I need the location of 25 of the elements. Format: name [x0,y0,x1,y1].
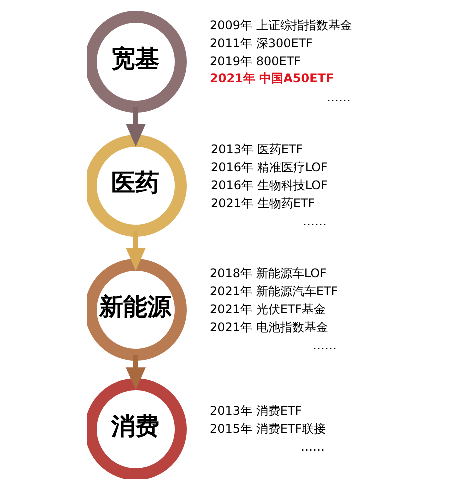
node-label: 2021年 生物药ETF [210,196,315,211]
node-label: 2011年 深300ETF [210,36,313,51]
node-label: …… [312,338,336,353]
node-label: 2021年 光伏ETF基金 [210,302,326,317]
node-label: 2018年 新能源车LOF [210,266,326,281]
arrow [126,231,146,271]
arrow [126,355,146,390]
node-label: 2021年 电池指数基金 [210,320,328,335]
node-circle: 宽基 [86,11,186,113]
node-label: 2009年 上证综指指数基金 [210,18,352,33]
node-label: 2019年 800ETF [210,54,301,69]
node-label: …… [302,214,326,229]
node-circle: 新能源 [86,259,186,361]
node-label: 2015年 消费ETF联接 [210,422,326,436]
node-label: 2021年 新能源汽车ETF [210,284,338,299]
node-label: 2016年 精准医疗LOF [210,160,328,175]
node-label: …… [326,90,350,105]
arrow [126,107,146,147]
node-label: 2013年 消费ETF [210,404,302,418]
node-label: …… [300,440,324,454]
node-label: 2021年 中国A50ETF [210,72,334,86]
node-label: 2016年 生物科技LOF [210,178,328,193]
node-circle: 医药 [86,135,186,237]
node-label: 2013年 医药ETF [210,142,303,157]
node-circle: 消费 [86,378,186,479]
